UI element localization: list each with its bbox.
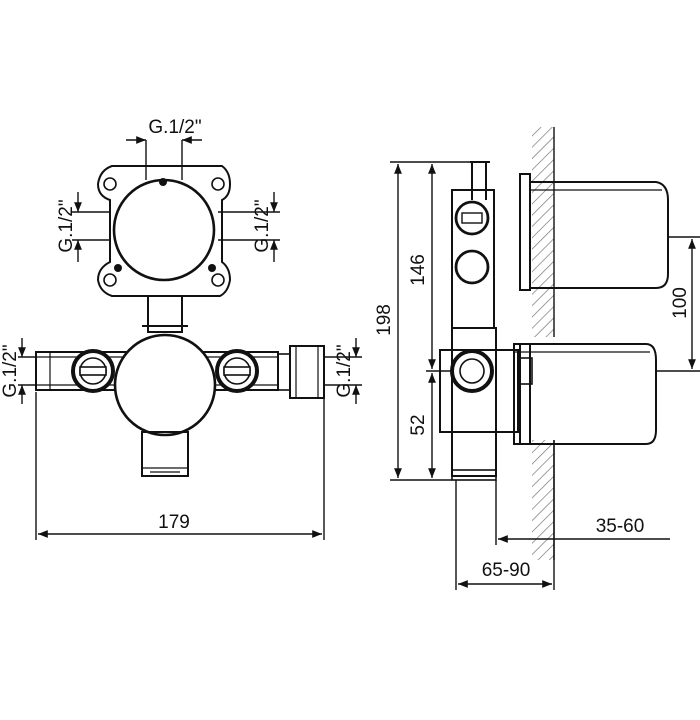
upper-handle [529, 181, 669, 289]
screw [114, 264, 122, 272]
plate-hole [103, 177, 117, 191]
screw [208, 264, 216, 272]
side-lower-body [451, 327, 497, 477]
upper-handle-flange [519, 173, 531, 291]
plate-hole [211, 177, 225, 191]
plate-hole [211, 273, 225, 287]
front-view [35, 165, 325, 477]
depth-outer-label: 65-90 [482, 560, 531, 581]
wall-hatch [532, 127, 554, 337]
wall-hatch [532, 440, 554, 560]
thread-label-right-upper: G.1/2" [252, 199, 273, 252]
lower-handle [513, 343, 657, 445]
thread-label-right-lower: G.1/2" [334, 344, 355, 397]
body-stem [147, 295, 183, 333]
hex-nut [289, 345, 325, 399]
upper-valve-body [112, 178, 216, 282]
mounting-plate [96, 165, 232, 297]
outlet-spout [141, 431, 189, 477]
thread-label-top: G.1/2" [148, 117, 201, 138]
thread-label-left-lower: G.1/2" [0, 344, 21, 397]
side-port [454, 249, 490, 285]
thread-label-left-upper: G.1/2" [56, 199, 77, 252]
lower-valve-body [113, 333, 217, 437]
side-view [439, 127, 669, 560]
height-total-label: 198 [374, 304, 395, 336]
plate-hole [103, 273, 117, 287]
height-lower-label: 52 [408, 414, 429, 435]
screw [159, 178, 167, 186]
depth-inner-label: 35-60 [596, 516, 645, 537]
spacing-label: 100 [670, 287, 691, 319]
width-label: 179 [158, 512, 190, 533]
height-upper-label: 146 [408, 254, 429, 286]
lower-handle-flange [519, 343, 531, 445]
dimensions [18, 136, 700, 590]
